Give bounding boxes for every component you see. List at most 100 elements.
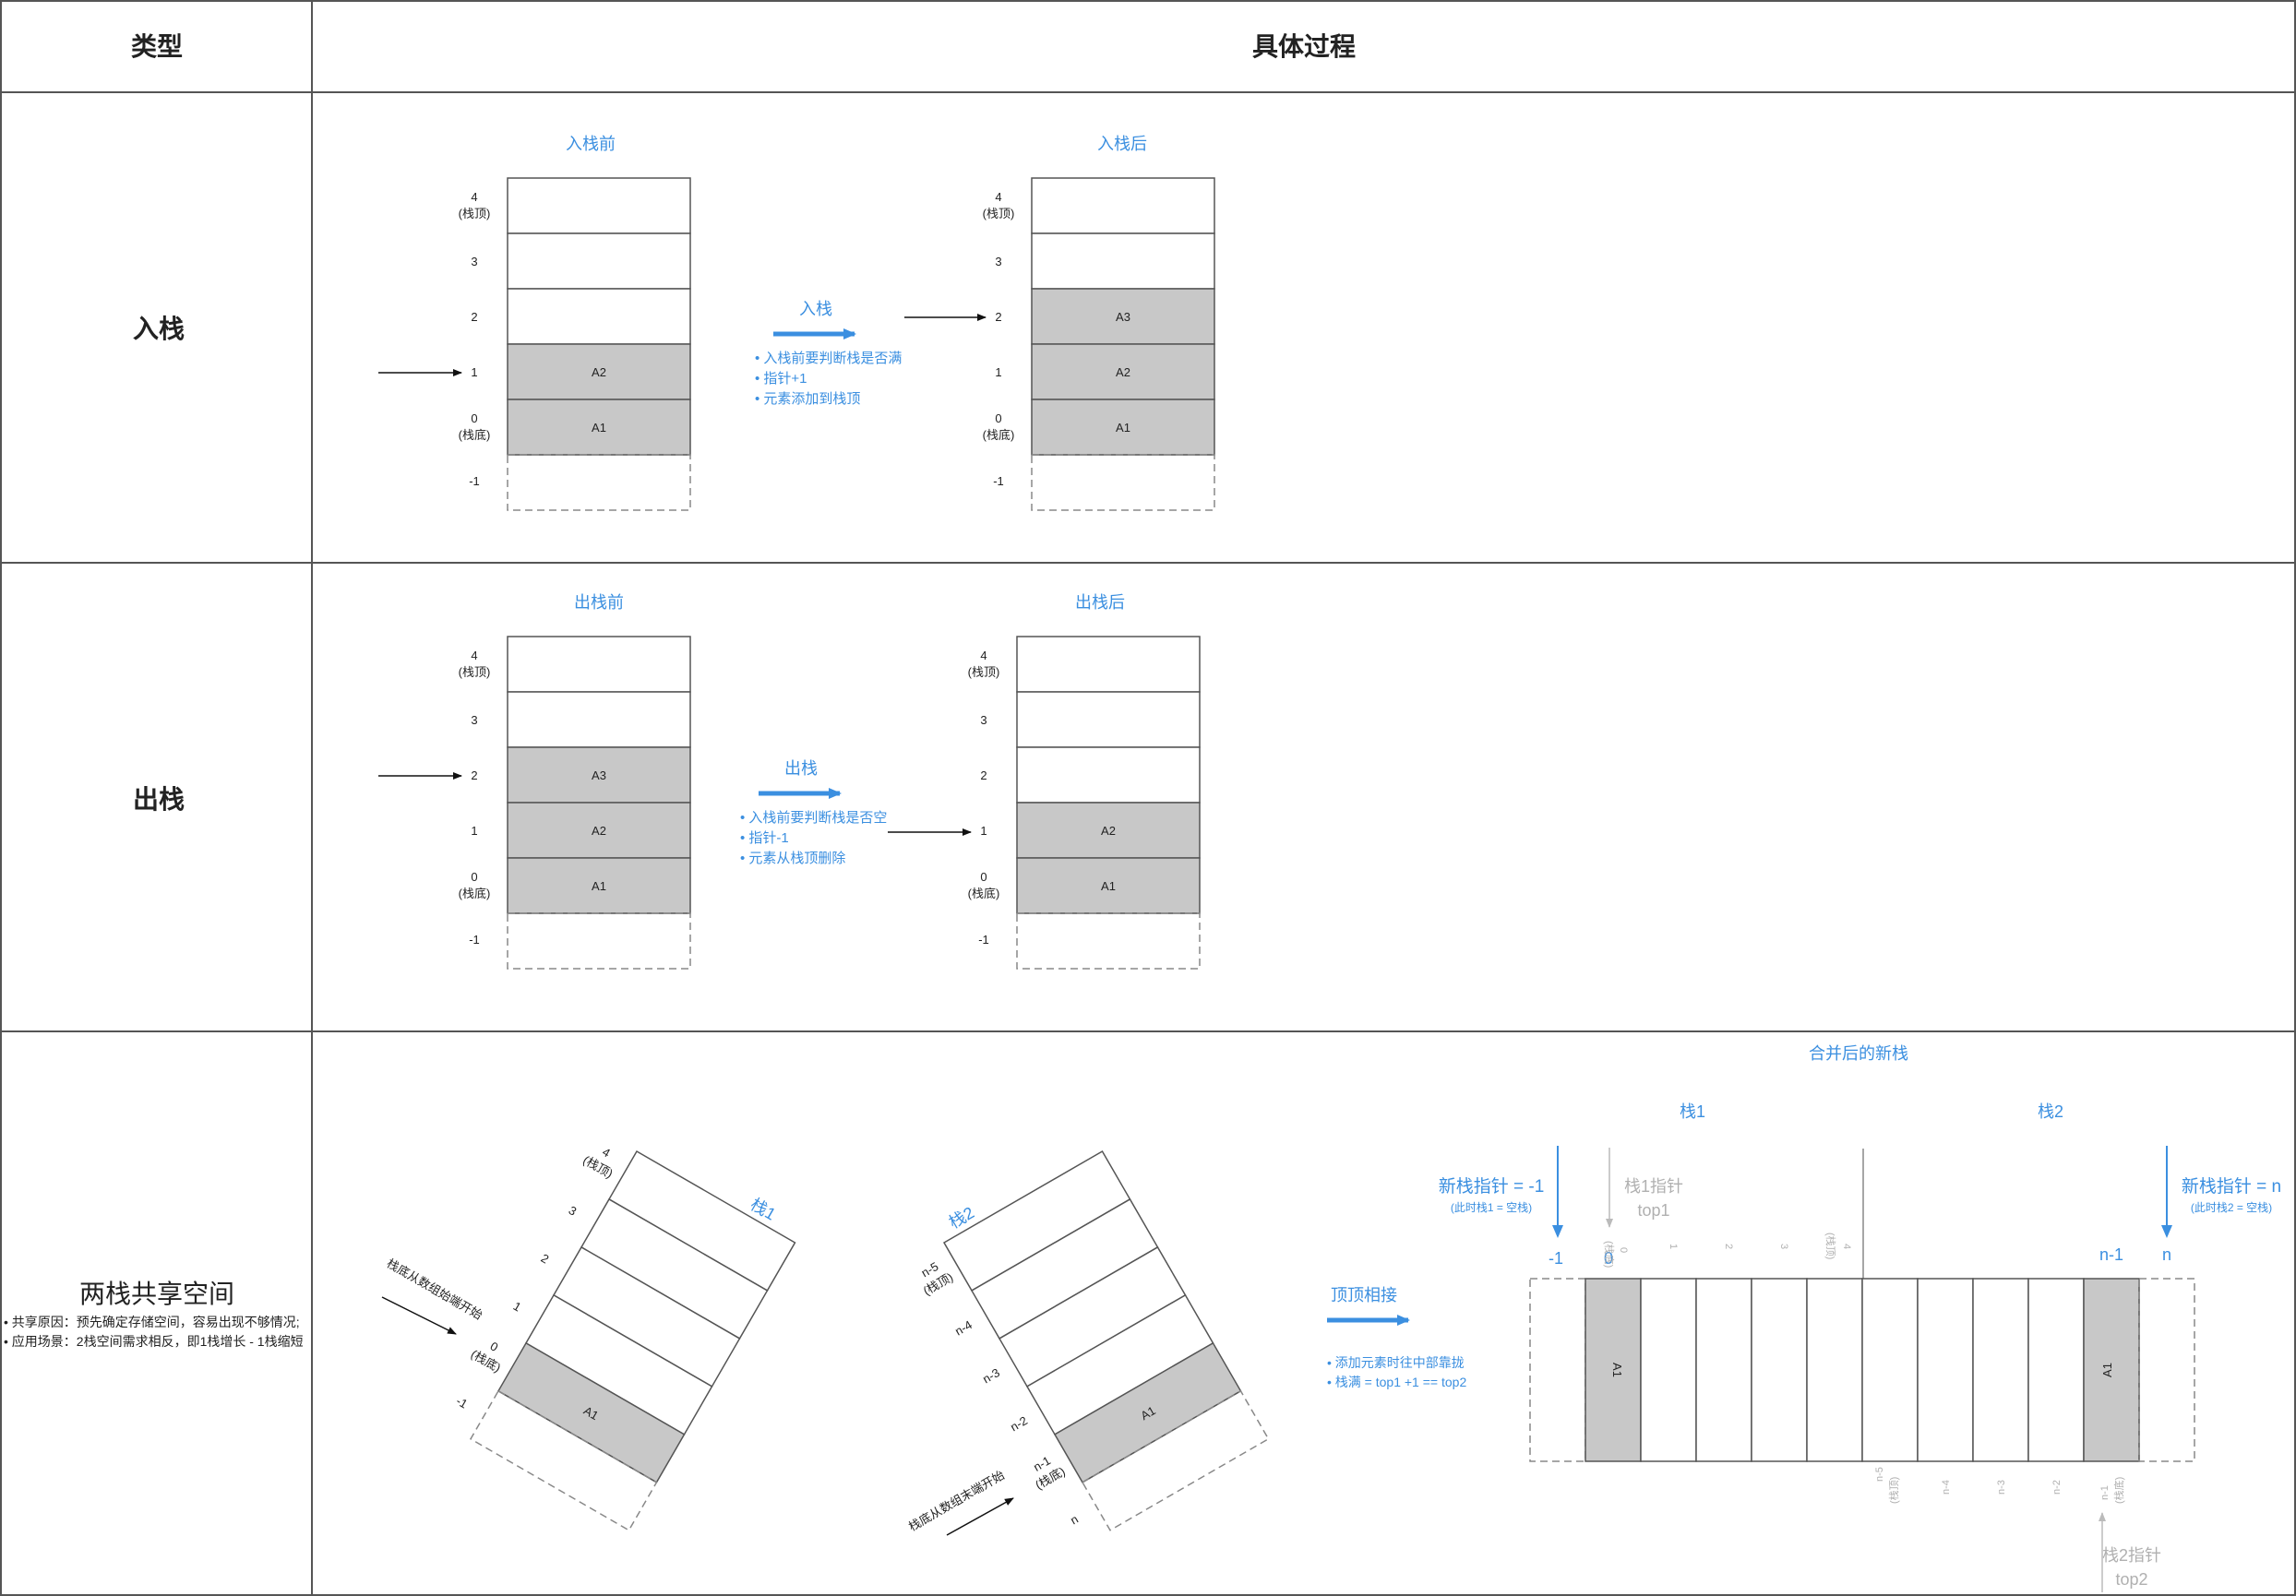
index-label: 0 — [980, 870, 987, 884]
index-label: n-2 — [1008, 1413, 1030, 1434]
merge-note: • 栈满 = top1 +1 == top2 — [1327, 1375, 1466, 1389]
stack-cell — [1016, 746, 1201, 804]
index-label: (栈顶) — [983, 207, 1015, 220]
small-index-label: n-3 — [1996, 1480, 2007, 1495]
top2-sub: top2 — [2115, 1570, 2147, 1589]
stack-cell — [1751, 1278, 1808, 1462]
stack-cell — [1016, 691, 1201, 748]
shared-note-2: • 应用场景：2栈空间需求相反，即1栈增长 - 1栈缩短 — [4, 1334, 304, 1349]
stack1-start-note: 栈底从数组始端开始 — [385, 1257, 485, 1322]
index-label: (栈顶) — [968, 665, 1000, 679]
cell-value: A3 — [1116, 310, 1130, 324]
index-label: -1 — [454, 1394, 471, 1411]
stack-cell — [1016, 636, 1201, 693]
pop-before-stack: 出栈前 A3 A2 A1 4 (栈顶) 3 2 1 0 (栈底) -1 — [378, 593, 691, 970]
index-label: (栈顶) — [459, 207, 491, 220]
index-label: (栈底) — [968, 887, 1000, 900]
index-n: n — [2162, 1245, 2171, 1264]
index-label: 1 — [471, 824, 477, 838]
stack-cell — [1917, 1278, 1974, 1462]
stack-cell — [507, 177, 691, 234]
stack-cell — [2027, 1278, 2085, 1462]
index-label: n-4 — [952, 1317, 975, 1338]
index-label: 1 — [980, 824, 987, 838]
index-label: 2 — [980, 768, 987, 782]
stack-cell — [507, 802, 691, 859]
pop-operation: 出栈 • 入栈前要判断栈是否空 • 指针-1 • 元素从栈顶删除 — [740, 759, 887, 866]
row-label-pop: 出栈 — [133, 785, 185, 814]
row-label-push: 入栈 — [133, 315, 185, 343]
small-index-label: 4 — [1841, 1244, 1852, 1249]
small-index-label: (栈底) — [1603, 1241, 1616, 1268]
stack-cell — [1972, 1278, 2029, 1462]
pop-arrow-label: 出栈 — [784, 759, 818, 778]
index-label: 4 — [471, 190, 477, 204]
index-label: 0 — [488, 1339, 501, 1354]
row-label-shared: 两栈共享空间 — [79, 1280, 234, 1308]
push-after-title: 入栈后 — [1097, 135, 1147, 153]
cell-value: A1 — [1101, 879, 1116, 893]
shared-note-1: • 共享原因：预先确定存储空间，容易出现不够情况; — [4, 1315, 300, 1329]
small-index-label: 0 — [1618, 1247, 1629, 1253]
stack-cell-empty — [2138, 1278, 2195, 1462]
stack-cell — [2083, 1278, 2140, 1462]
cell-value: A1 — [581, 1403, 601, 1423]
index-label: 2 — [995, 310, 1001, 324]
shared-stack1: A1 栈1 4 (栈顶) 3 2 1 0 (栈底) -1 — [454, 1145, 796, 1531]
stack-cell — [507, 746, 691, 804]
index-label: 4 — [471, 649, 477, 662]
index-label: (栈底) — [459, 887, 491, 900]
index-neg1: -1 — [1549, 1249, 1563, 1268]
index-label: -1 — [978, 933, 989, 947]
index-label: 0 — [471, 870, 477, 884]
push-after-stack: 入栈后 A3 A2 A1 4 (栈顶) 3 2 1 0 (栈底) -1 — [904, 135, 1215, 511]
index-label: 4 — [980, 649, 987, 662]
index-label: 4 — [600, 1145, 613, 1161]
pop-note: • 入栈前要判断栈是否空 — [740, 810, 887, 826]
stack-cell — [1806, 1278, 1863, 1462]
index-label: 4 — [995, 190, 1001, 204]
stack-cell-empty — [1031, 454, 1215, 511]
cell-value: A2 — [592, 824, 606, 838]
shared-stack2: A1 栈2 n-5 (栈顶) n-4 n-3 n-2 n-1 (栈底) n — [919, 1149, 1270, 1531]
index-label: 1 — [511, 1299, 524, 1315]
cell-value: A2 — [592, 365, 606, 379]
cell-value: A1 — [1610, 1363, 1624, 1377]
merged-stack2-title: 栈2 — [2038, 1102, 2063, 1121]
left-pointer-label: 新栈指针 = -1 — [1439, 1176, 1545, 1197]
header-process: 具体过程 — [1252, 32, 1356, 61]
cell-value: A2 — [1116, 365, 1130, 379]
small-index-label: (栈底) — [2112, 1477, 2125, 1504]
stack-cell — [507, 343, 691, 400]
stack-cell — [1584, 1278, 1642, 1462]
right-pointer-label: 新栈指针 = n — [2182, 1176, 2281, 1197]
stack-cell — [507, 691, 691, 748]
push-before-stack: 入栈前 A2 A1 4 (栈顶) 3 2 1 0 (栈底) -1 — [378, 135, 691, 511]
index-label: 1 — [995, 365, 1001, 379]
index-label: n-3 — [980, 1365, 1002, 1386]
right-pointer-sub: (此时栈2 = 空栈) — [2191, 1200, 2272, 1214]
stack-cell-empty — [507, 912, 691, 970]
index-label: -1 — [469, 474, 480, 488]
stack-cell-empty — [1529, 1278, 1586, 1462]
index-label: (栈底) — [983, 428, 1015, 442]
pop-note: • 元素从栈顶删除 — [740, 851, 845, 866]
index-label: 1 — [471, 365, 477, 379]
cell-value: A1 — [2100, 1363, 2114, 1377]
stack-cell — [1053, 1341, 1242, 1483]
index-label: -1 — [469, 933, 480, 947]
pointer-arrow — [381, 1296, 457, 1335]
index-label: 2 — [471, 768, 477, 782]
stack1-note: 栈底从数组始端开始 — [385, 1257, 485, 1322]
push-before-title: 入栈前 — [566, 135, 616, 153]
stack-cell — [507, 232, 691, 290]
small-index-label: n-1 — [2099, 1485, 2111, 1500]
push-note: • 指针+1 — [755, 371, 807, 387]
index-0: 0 — [1604, 1249, 1613, 1268]
small-index-label: n-5 — [1874, 1467, 1885, 1482]
index-label: (栈顶) — [580, 1153, 616, 1181]
cell-value: A3 — [592, 768, 606, 782]
index-label: 3 — [567, 1203, 580, 1219]
stack-cell-empty — [469, 1389, 658, 1531]
index-label: n — [1068, 1512, 1081, 1528]
